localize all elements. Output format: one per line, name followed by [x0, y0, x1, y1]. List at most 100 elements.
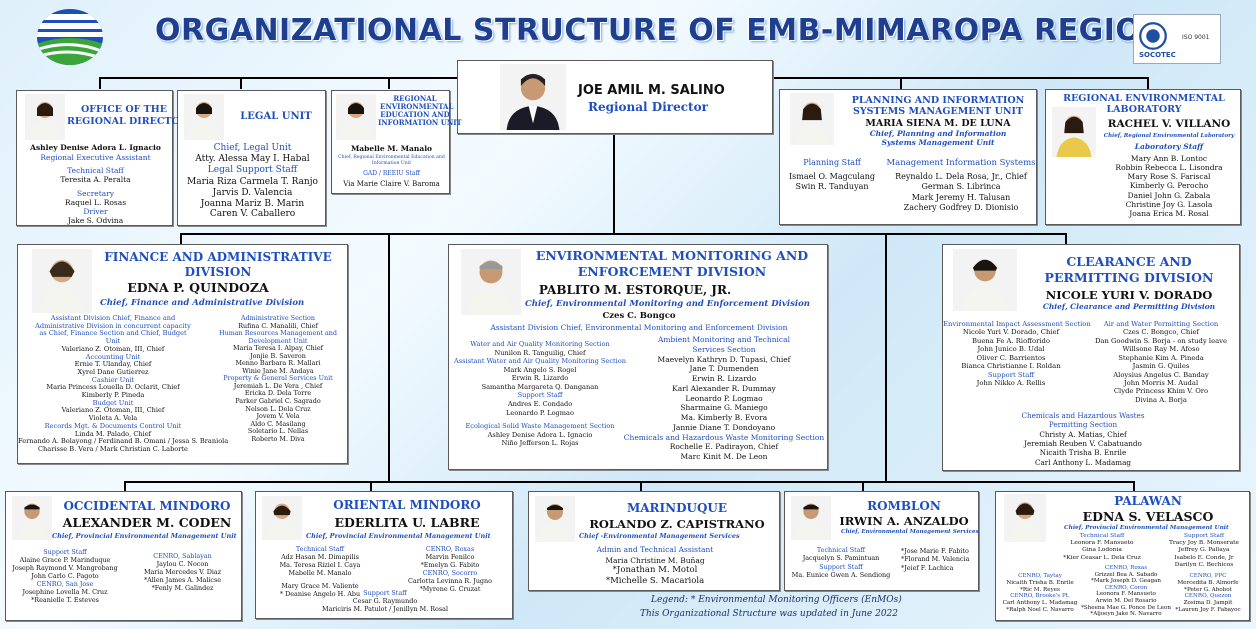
staff-name: *Kier Ceasar L. Dela Cruz	[1063, 554, 1141, 561]
staff-name: Nicaith Trisha B. Enrile	[1006, 579, 1074, 586]
connector-line	[388, 77, 390, 89]
section-heading: Human Resources Management and	[219, 329, 337, 338]
section-heading: Cashier Unit	[91, 375, 135, 384]
connector-line	[1133, 481, 1135, 491]
staff-name: German S. Librinca	[921, 182, 1001, 192]
staff-name: Zachery Godfrey D. Dionisio	[903, 203, 1019, 213]
certifier-name: SOCOTEC	[1139, 51, 1176, 59]
connector-line	[124, 481, 126, 491]
staff-name: John Carlo C. Pagoto	[31, 572, 99, 580]
pismu-box: PLANNING AND INFORMATION SYSTEMS MANAGEM…	[779, 89, 1037, 225]
ord-sec-tech: Technical Staff	[67, 166, 124, 175]
lab-box: REGIONAL ENVIRONMENTAL LABORATORY RACHEL…	[1045, 89, 1241, 225]
legal-box: LEGAL UNIT Chief, Legal Unit Atty. Aless…	[177, 90, 326, 226]
lab-chief-photo	[1052, 107, 1096, 157]
section-heading: Support Staff	[987, 370, 1035, 379]
connector-line	[180, 233, 182, 245]
staff-name: Christy A. Matias, Chief	[1039, 429, 1127, 439]
mar-chief-name: ROLANDO Z. CAPISTRANO	[589, 517, 765, 531]
ori-chief-role: Chief, Provincial Environmental Manageme…	[306, 532, 491, 540]
staff-name: Ma. Kimberly B. Evora	[680, 413, 768, 422]
staff-name: *Ralph Noel C. Navarro	[1006, 607, 1074, 614]
update-note: This Organizational Structure was update…	[640, 609, 899, 619]
staff-name: Joseph Raymond V. Mangrobang	[12, 564, 118, 572]
occ-title: OCCIDENTAL MINDORO	[63, 499, 231, 513]
section-heading: Air and Water Permitting Section	[1103, 320, 1219, 328]
staff-name: Cesar G. Raymundo	[352, 597, 418, 605]
section-heading: CENRO, Taytay	[1018, 573, 1062, 579]
emed-title-1: ENVIRONMENTAL MONITORING AND	[535, 248, 809, 263]
staff-name: Sharmaine G. Maniego	[680, 403, 768, 413]
connector-line	[613, 134, 615, 234]
ori-chief-name: EDERLITA U. LABRE	[334, 515, 480, 530]
staff-name: John Junico B. Udal	[977, 345, 1045, 354]
ori-box: ORIENTAL MINDORO EDERLITA U. LABRE Chief…	[255, 491, 513, 619]
section-heading: CENRO, PPC	[1189, 573, 1227, 579]
emed-asst-role: Assistant Division Chief, Environmental …	[490, 323, 788, 332]
staff-name: Andres E. Condado	[507, 399, 573, 408]
staff-name: Jovem V. Vela	[256, 412, 300, 421]
lab-chief-name: RACHEL V. VILLANO	[1107, 118, 1231, 130]
staff-name: *Jeief F. Lachica	[901, 563, 954, 572]
staff-name: Linda M. Palado, Chief	[74, 429, 152, 438]
section-heading: Chemicals and Hazardous Waste Monitoring…	[623, 432, 825, 442]
staff-name: Ernie T. Ulanday, Chief	[74, 360, 152, 369]
staff-name: Dan Goodwin S. Borja - on study leave	[1094, 336, 1228, 345]
staff-name: Caren V. Caballero	[209, 209, 296, 220]
emed-chief-name: PABLITO M. ESTORQUE, JR.	[538, 283, 732, 297]
section-heading: Support Staff	[1183, 533, 1225, 539]
pismu-chief-name: MARIA SIENA M. DE LUNA	[865, 118, 1011, 129]
ord-staff-tech: Teresita A. Peralta	[60, 175, 131, 184]
staff-name: Karl Alexander R. Dummay	[672, 383, 776, 393]
staff-name: Jeremiah L. De Vera , Chief	[233, 381, 323, 390]
staff-name: Mercedita B. Almorfe	[1177, 579, 1239, 586]
occ-box: OCCIDENTAL MINDORO ALEXANDER M. CODEN Ch…	[5, 491, 242, 621]
section-heading: Accounting Unit	[85, 352, 141, 361]
section-heading: Technical Staff	[1079, 533, 1125, 539]
mar-chief-photo	[535, 496, 575, 542]
staff-name: *Myrene G. Cruzat	[419, 585, 481, 593]
section-heading: Technical Staff	[295, 545, 345, 553]
staff-name: *Sheena Mae G. Ponce De Leon	[1081, 604, 1171, 611]
staff-name: Maria Teresa I. Alpay, Chief	[233, 344, 323, 353]
section-heading: Administrative Section	[240, 314, 316, 322]
staff-name: Mary Grace M. Valiente	[281, 582, 359, 590]
staff-name: *Allen James A. Malicse	[143, 576, 222, 584]
lab-staff-heading: Laboratory Staff	[1134, 142, 1204, 151]
section-heading: CENRO, Brooke's Pt.	[1010, 593, 1070, 600]
staff-name: *Reanielle T. Esteves	[31, 596, 99, 604]
ord-staff-driver: Jake S. Odvina	[67, 216, 124, 225]
ord-role: Regional Executive Assistant	[40, 153, 151, 162]
section-heading: Ambient Monitoring and Technical	[657, 335, 791, 344]
lab-title-2: LABORATORY	[1106, 104, 1182, 115]
staff-name: Nelson L. Dela Cruz	[245, 404, 311, 413]
staff-name: Jannie Diane T. Dondoyano	[672, 422, 776, 432]
director-photo	[500, 64, 566, 130]
ord-title-1: OFFICE OF THE	[81, 104, 167, 115]
staff-name: John Nikko A. Rellis	[976, 378, 1046, 387]
pismu-planning-heading: Planning Staff	[803, 158, 861, 167]
connector-line	[1147, 77, 1149, 89]
staff-name: Valeriano Z. Otoman, III, Chief	[61, 406, 165, 415]
legend-text: Legend: * Environmental Monitoring Offic…	[651, 595, 902, 605]
fad-title-2: DIVISION	[184, 265, 252, 279]
staff-name: Jaylou C. Nocon	[156, 560, 209, 568]
staff-name: Nunilon R. Tanguilig, Chief	[494, 348, 586, 357]
staff-name: Reynaldo L. Dela Rosa, Jr., Chief	[895, 172, 1027, 181]
staff-name: *Aljoeyn Jake N. Navarro	[1090, 611, 1162, 618]
emed-chief-photo	[461, 249, 521, 315]
staff-name: Marvin Fenilco	[425, 553, 475, 561]
staff-name: Swin R. Tanduyan	[795, 182, 869, 192]
ord-name: Ashley Denise Adora L. Ignacio	[30, 143, 161, 152]
staff-name: Adz Hasan M. Dimapilis	[281, 553, 359, 561]
staff-name: Mabelle M. Manalo	[288, 569, 352, 577]
staff-name: Oliver C. Barrientos	[976, 353, 1046, 362]
section-heading: Assistant Division Chief, Finance and	[50, 314, 176, 322]
ori-chief-photo	[262, 496, 302, 540]
